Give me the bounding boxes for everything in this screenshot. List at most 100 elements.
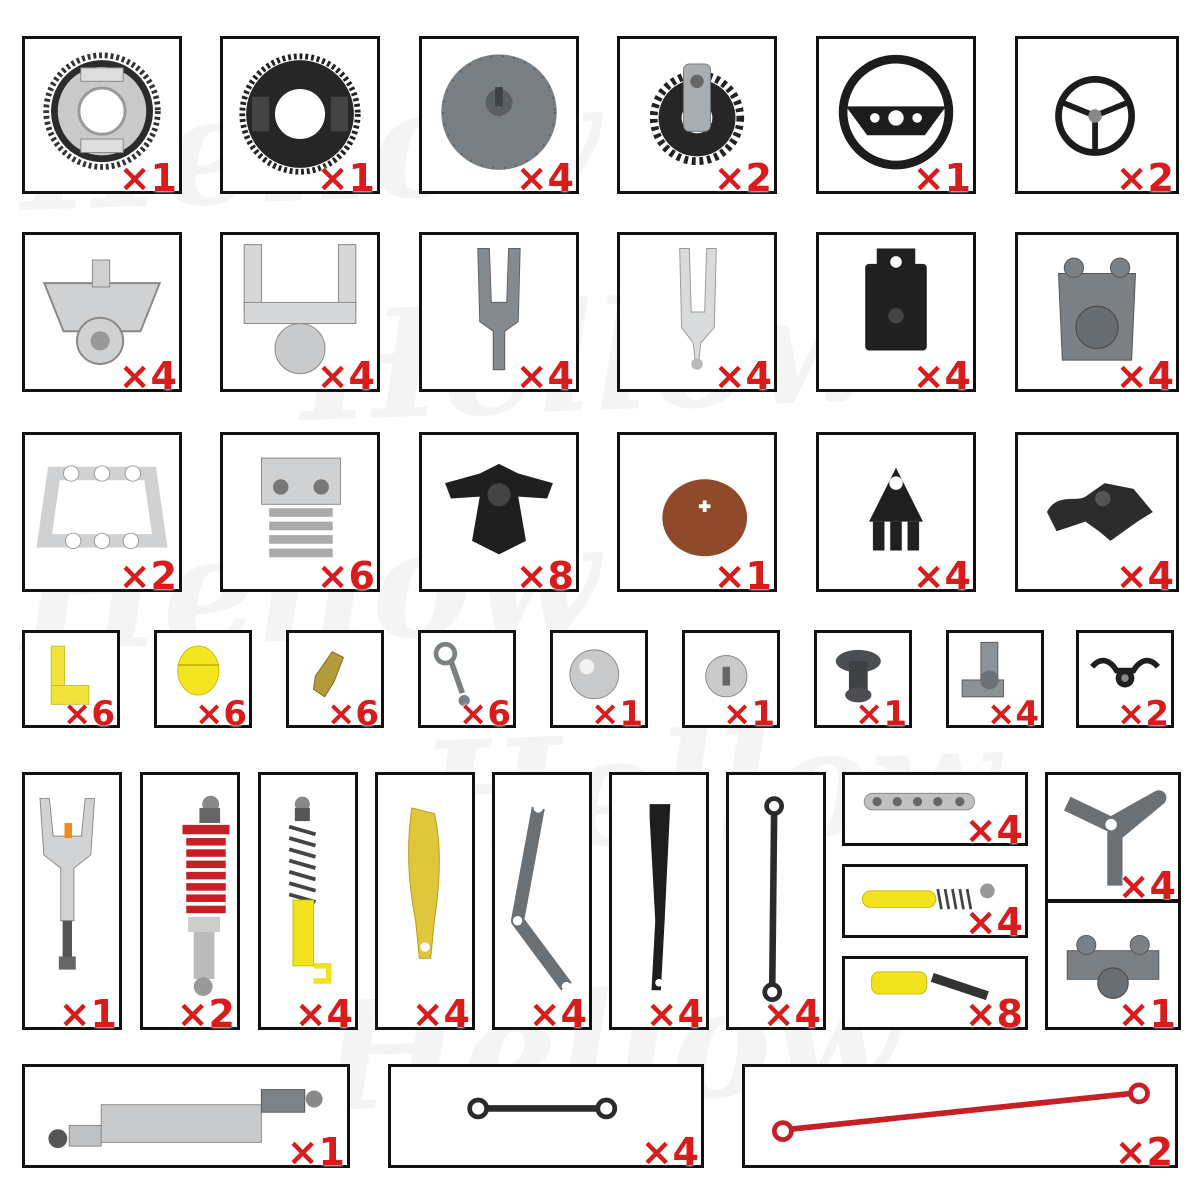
- qty-label: ×1: [722, 694, 775, 734]
- part-cell-piston: ×6: [154, 630, 252, 734]
- qty-label: ×8: [515, 554, 574, 598]
- qty-label: ×4: [1115, 554, 1174, 598]
- part-cell-shock-red: ×2: [140, 772, 240, 1036]
- bush-icon: [705, 655, 748, 698]
- l-pin-icon: [50, 645, 90, 705]
- part-cell-linear-actuator: ×1: [22, 1064, 350, 1174]
- qty-label: ×2: [1114, 1130, 1173, 1174]
- steering-arm-icon: [1066, 934, 1160, 999]
- part-cell-bent-liftarm-black: ×4: [609, 772, 709, 1036]
- qty-label: ×4: [964, 808, 1023, 852]
- part-cell-fork-arm-dark: ×4: [419, 232, 579, 395]
- link-rod-icon: [433, 641, 470, 707]
- triangle-pin-icon: [869, 467, 923, 551]
- part-cell-shock-horizontal: ×4: [842, 864, 1028, 941]
- part-cell-ball-chrome: ×1: [550, 630, 648, 734]
- watermark-text-2: Hellow: [297, 260, 883, 456]
- u-joint-icon: [961, 641, 1004, 698]
- piston-icon: [177, 645, 220, 696]
- part-cell-steering-wheel-small: ×2: [1015, 36, 1179, 200]
- qty-label: ×6: [326, 694, 379, 734]
- qty-label: ×4: [912, 354, 971, 398]
- part-cell-shock-yellow: ×4: [258, 772, 358, 1036]
- part-cell-gear-28t: ×2: [617, 36, 777, 200]
- bracket-icon: [1089, 657, 1161, 688]
- crank-icon: [312, 651, 345, 698]
- part-cell-hub-bracket: ×4: [1015, 232, 1179, 398]
- gear-60t-icon: [43, 52, 161, 170]
- qty-label: ×4: [713, 354, 772, 398]
- part-cell-link-rod: ×6: [418, 630, 516, 731]
- qty-label: ×2: [1115, 156, 1174, 200]
- part-cell-fork-arm-light: ×4: [617, 232, 777, 398]
- fork-arm-light-icon: [679, 247, 717, 370]
- qty-label: ×1: [590, 694, 643, 734]
- disc-icon: [441, 54, 557, 170]
- qty-label: ×1: [854, 694, 907, 734]
- qty-label: ×1: [286, 1130, 345, 1174]
- part-cell-round-plate: ×1: [617, 432, 777, 598]
- qty-label: ×1: [58, 992, 117, 1036]
- axle-link-icon: [772, 1082, 1150, 1142]
- qty-label: ×4: [640, 1130, 699, 1174]
- part-cell-connector-yellow: ×8: [842, 956, 1028, 1036]
- block-connector-icon: [865, 248, 927, 351]
- part-cell-steering-arm: ×1: [1045, 900, 1181, 1036]
- liftarm-triangle-icon: [36, 465, 168, 550]
- part-cell-u-joint: ×4: [946, 630, 1044, 734]
- part-cell-crank: ×6: [286, 630, 384, 734]
- part-cell-steering-wheel-large: ×1: [816, 36, 976, 200]
- qty-label: ×6: [316, 554, 375, 598]
- qty-label: ×8: [964, 992, 1023, 1036]
- qty-label: ×2: [176, 992, 235, 1036]
- qty-label: ×6: [62, 694, 115, 734]
- part-cell-blade: ×4: [375, 772, 475, 1033]
- liftarm-thin-icon: [863, 792, 975, 811]
- qty-label: ×4: [645, 992, 704, 1036]
- part-cell-bent-liftarm-dark: ×4: [492, 772, 592, 1033]
- bent-liftarm-dark-icon: [510, 803, 572, 992]
- qty-label: ×1: [912, 156, 971, 200]
- qty-label: ×4: [316, 354, 375, 398]
- part-cell-gear-60t: ×1: [22, 36, 182, 200]
- steering-wheel-small-icon: [1055, 76, 1135, 156]
- part-cell-steering-knuckle: ×8: [419, 432, 579, 598]
- shock-absorber-red-icon: [182, 795, 230, 996]
- pivot-arm-icon: [1046, 483, 1153, 541]
- suspension-arm-ball-icon: [243, 244, 357, 375]
- qty-label: ×6: [194, 694, 247, 734]
- qty-label: ×4: [762, 992, 821, 1036]
- steering-column-icon: [39, 798, 96, 970]
- round-plate-icon: [662, 479, 748, 557]
- turntable-gear-icon: [239, 53, 361, 175]
- part-cell-pivot-arm: ×4: [1015, 432, 1179, 598]
- qty-label: ×2: [713, 156, 772, 200]
- qty-label: ×1: [1117, 992, 1176, 1036]
- qty-label: ×4: [294, 992, 353, 1036]
- part-cell-liftarm-triangle: ×2: [22, 432, 182, 595]
- qty-label: ×4: [986, 694, 1039, 734]
- part-cell-spool: ×1: [814, 630, 912, 734]
- bent-liftarm-black-icon: [649, 804, 671, 991]
- shock-absorber-yellow-icon: [288, 796, 332, 984]
- qty-label: ×4: [515, 156, 574, 200]
- part-cell-block-connector: ×4: [816, 232, 976, 398]
- part-cell-suspension-arm-ball: ×4: [220, 232, 380, 398]
- part-cell-triangle-pin: ×4: [816, 432, 976, 598]
- shock-horizontal-icon: [861, 883, 995, 910]
- hub-bracket-icon: [1057, 257, 1137, 361]
- qty-label: ×1: [713, 554, 772, 598]
- qty-label: ×4: [1115, 354, 1174, 398]
- part-cell-link-black: ×4: [726, 772, 826, 1036]
- part-cell-turntable-gear: ×1: [220, 36, 380, 197]
- part-cell-link-dark: ×4: [388, 1064, 704, 1174]
- part-cell-y-liftarm: ×4: [1045, 772, 1181, 905]
- connector-yellow-icon: [871, 971, 989, 1001]
- qty-label: ×4: [912, 554, 971, 598]
- blade-icon: [408, 807, 440, 959]
- qty-label: ×1: [118, 156, 177, 200]
- part-cell-disc: ×4: [419, 36, 579, 200]
- part-cell-l-pin: ×6: [22, 630, 120, 734]
- y-liftarm-icon: [1063, 790, 1167, 886]
- part-cell-liftarm-thin: ×4: [842, 772, 1028, 852]
